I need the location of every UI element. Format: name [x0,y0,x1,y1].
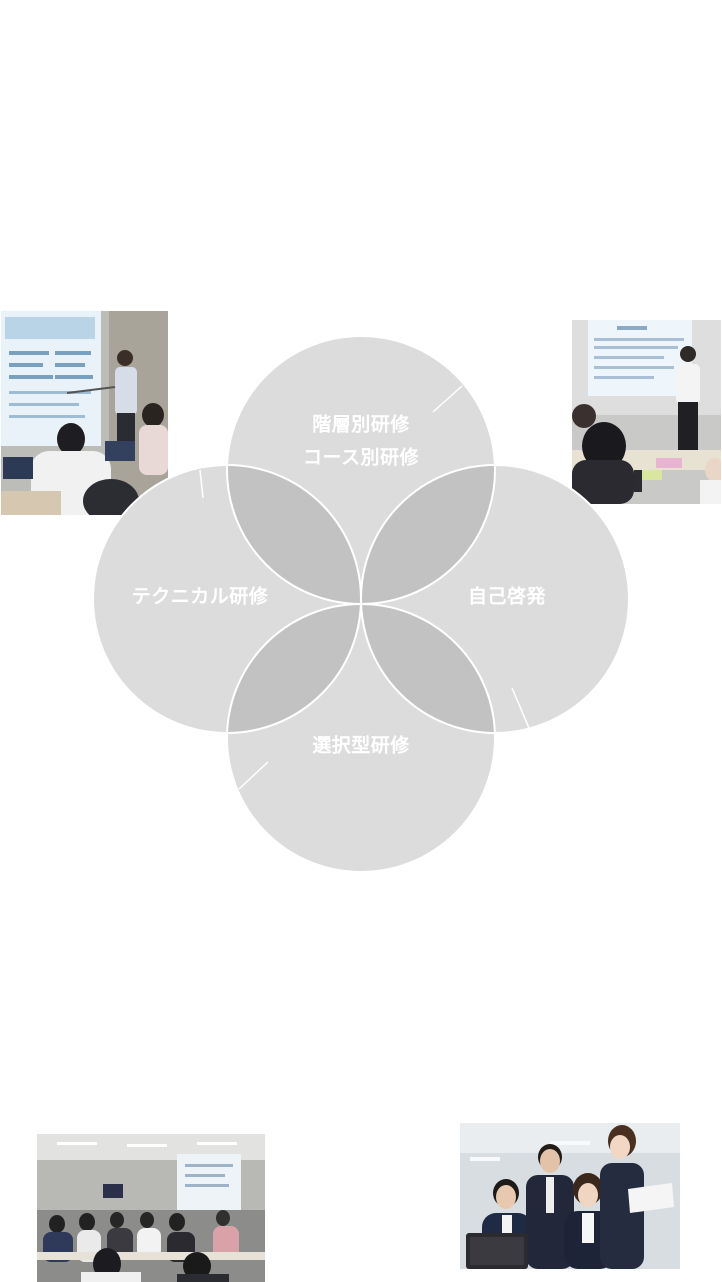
divider-left [199,469,204,499]
overlap-top-left [227,465,361,604]
label-left: テクニカル研修 [132,585,269,608]
divider-top [432,385,463,413]
label-top-line1: 階層別研修 [312,413,410,436]
overlap-bottom-right [361,604,495,733]
label-right: 自己啓発 [468,585,547,608]
training-classroom-photo [37,1134,265,1282]
label-bottom: 選択型研修 [312,734,410,757]
overlap-bottom-left [227,604,361,733]
team-discussion-photo [460,1123,680,1269]
training-presentation-photo [1,311,168,515]
label-top-line2: コース別研修 [303,446,420,469]
divider-bottom [238,761,269,790]
overlap-top-right [361,465,495,604]
training-workshop-photo [572,320,721,504]
divider-right [511,687,530,729]
